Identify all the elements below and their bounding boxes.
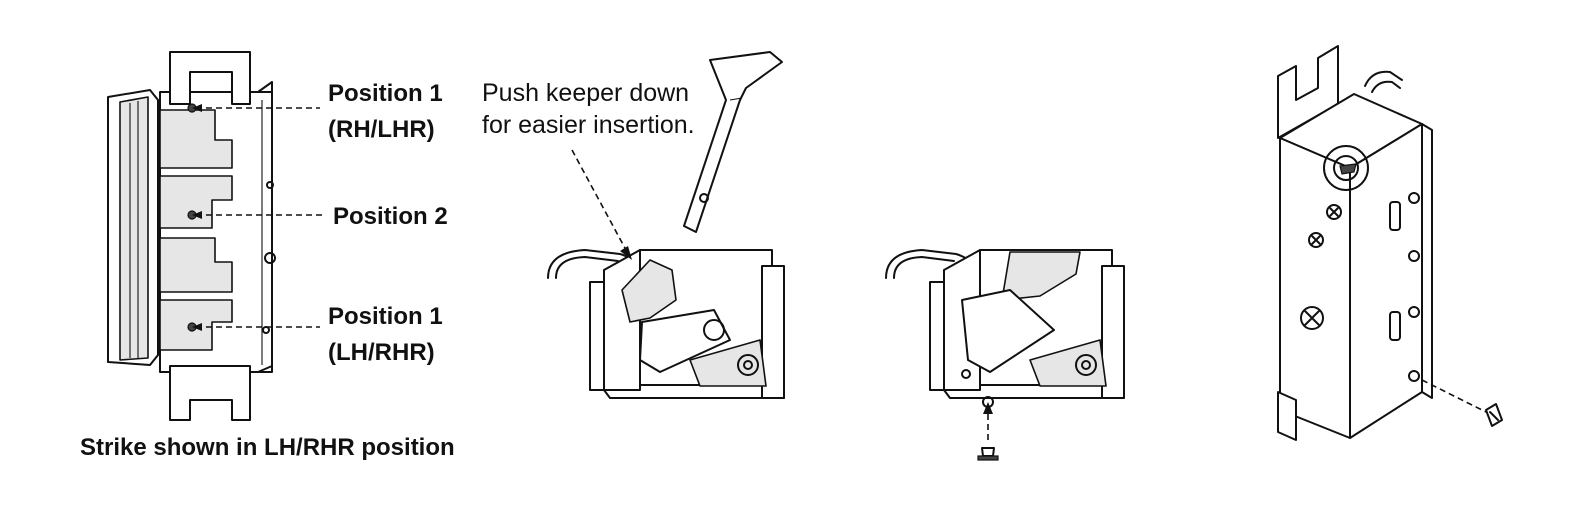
- strike-front-view: [107, 51, 325, 421]
- position-2-label: Position 2: [333, 203, 448, 230]
- keeper-insertion-view: [547, 51, 785, 399]
- position-1-top-handing-label: (RH/LHR): [328, 116, 435, 143]
- strike-isometric-view: [1277, 45, 1503, 441]
- instruction-line-2: for easier insertion.: [482, 111, 695, 139]
- position-1-top-label: Position 1: [328, 80, 443, 107]
- position-1-bottom-label: Position 1: [328, 303, 443, 330]
- position-1-bottom-handing-label: (LH/RHR): [328, 339, 435, 366]
- instruction-line-1: Push keeper down: [482, 79, 690, 107]
- strike-caption: Strike shown in LH/RHR position: [80, 434, 455, 461]
- screw-fastening-view: [885, 249, 1125, 461]
